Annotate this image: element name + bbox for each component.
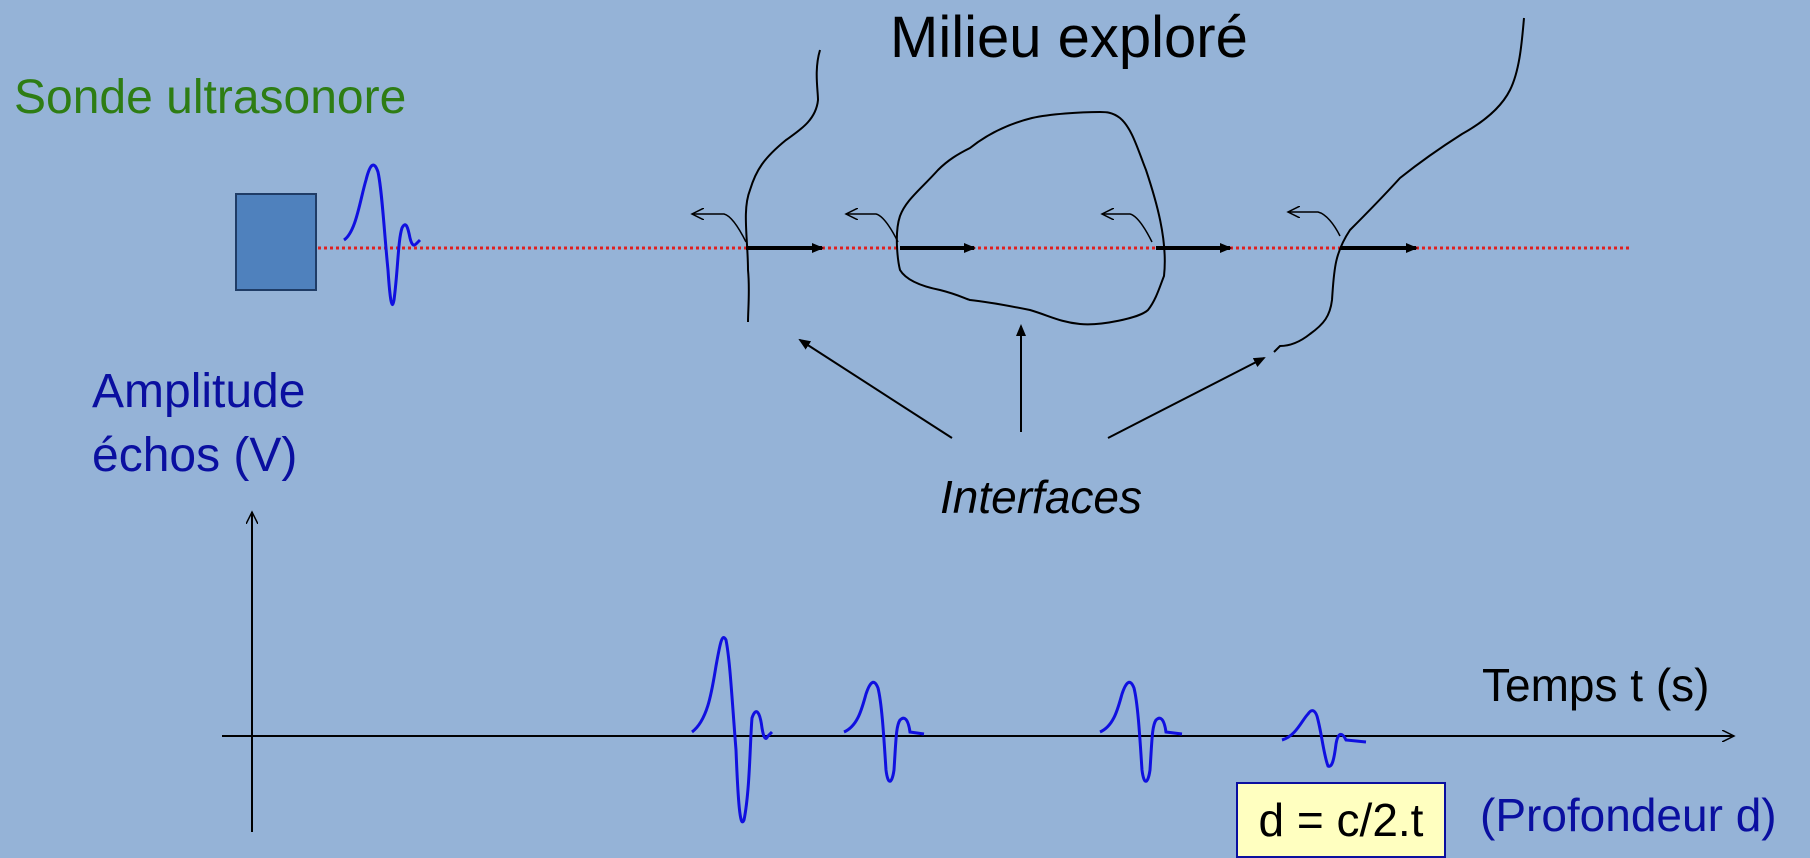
probe-label: Sonde ultrasonore (14, 71, 407, 124)
x-axis-label: Temps t (s) (1482, 659, 1710, 711)
reflected-arrow-2 (846, 214, 899, 243)
echo-pulse-3 (1099, 680, 1183, 783)
echo-pulse-4 (1281, 709, 1367, 768)
y-axis-label-line-2: échos (V) (92, 429, 298, 482)
depth-formula-box: d = c/2.t (1236, 782, 1446, 858)
emitted-pulse (343, 163, 422, 307)
echo-pulse-1 (691, 636, 774, 824)
pointer-arrow-left (798, 338, 953, 439)
y-axis-label-line-1: Amplitude (92, 365, 306, 418)
interface-3 (1273, 17, 1525, 353)
probe-transducer (235, 193, 317, 291)
reflected-arrow-1 (692, 214, 747, 243)
interfaces-label: Interfaces (940, 471, 1142, 523)
depth-label: (Profondeur d) (1480, 789, 1777, 841)
reflected-arrow-4 (1288, 212, 1341, 237)
interface-1 (744, 49, 821, 323)
interface-2-object (895, 110, 1166, 326)
pointer-arrow-right (1107, 357, 1266, 439)
diagram-title: Milieu exploré (890, 5, 1248, 70)
echo-pulse-2 (843, 680, 925, 783)
reflected-arrow-3 (1102, 214, 1153, 243)
